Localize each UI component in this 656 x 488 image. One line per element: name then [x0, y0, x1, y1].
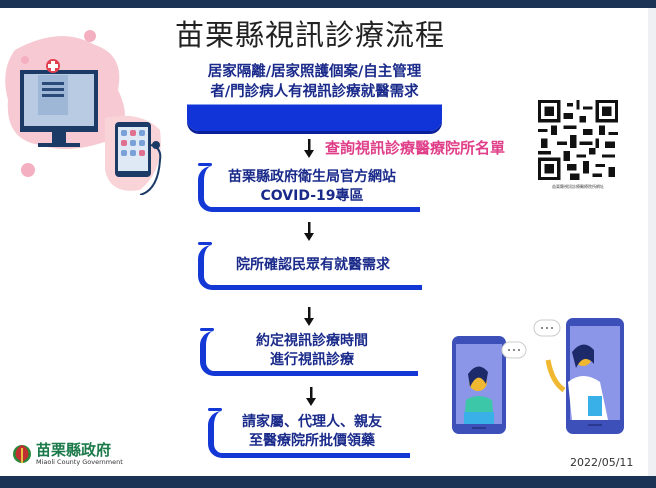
- qr-code[interactable]: [538, 100, 618, 180]
- step-2-line-1: 苗栗縣政府衛生局官方網站: [228, 168, 396, 185]
- bottom-bar: [0, 476, 656, 488]
- county-emblem-icon: [13, 445, 31, 463]
- arrow-down-icon: [306, 387, 316, 406]
- step-4-box: 約定視訊診療時間進行視訊診療: [200, 328, 418, 376]
- step-5-box: 請家屬、代理人、親友至醫療院所批價領藥: [208, 408, 410, 458]
- step-2-box: 苗栗縣政府衛生局官方網站 COVID-19專區: [198, 163, 420, 212]
- step-1-line-1: 居家隔離/居家照護個案/自主管理: [207, 64, 422, 80]
- telehealth-computer-illustration: [5, 30, 162, 195]
- step-4-line-1: 約定視訊診療時間: [256, 333, 368, 349]
- step-5-line-2: 至醫療院所批價領藥: [249, 433, 375, 449]
- page-title: 苗栗縣視訊診療流程: [174, 18, 445, 52]
- step-3-line-1: 院所確認民眾有就醫需求: [236, 256, 390, 273]
- top-bar: [0, 0, 656, 8]
- arrow-down-icon: [304, 139, 314, 158]
- arrow-down-icon: [304, 307, 314, 326]
- logo-name-en: Miaoli County Government: [36, 458, 123, 466]
- miaoli-county-logo: 苗栗縣政府 Miaoli County Government: [12, 442, 123, 466]
- step-4-line-2: 進行視訊診療: [270, 352, 354, 368]
- video-consultation-illustration: [452, 318, 624, 434]
- step-2-line-2: COVID-19專區: [260, 187, 364, 204]
- qr-caption: 苗栗縣視訊診療醫療院所網址: [552, 184, 604, 189]
- step-1-box: 居家隔離/居家照護個案/自主管理者/門診病人有視訊診療就醫需求: [187, 58, 442, 131]
- date-label: 2022/05/11: [570, 456, 634, 469]
- step-1-line-2: 者/門診病人有視訊診療就醫需求: [210, 84, 419, 100]
- right-edge: [648, 8, 656, 476]
- arrow-down-icon: [304, 222, 314, 241]
- query-clinic-list-link[interactable]: 查詢視訊診療醫療院所名單: [325, 139, 506, 157]
- step-5-line-1: 請家屬、代理人、親友: [242, 414, 382, 430]
- logo-name-zh: 苗栗縣政府: [36, 441, 112, 459]
- step-3-box: 院所確認民眾有就醫需求: [198, 242, 422, 290]
